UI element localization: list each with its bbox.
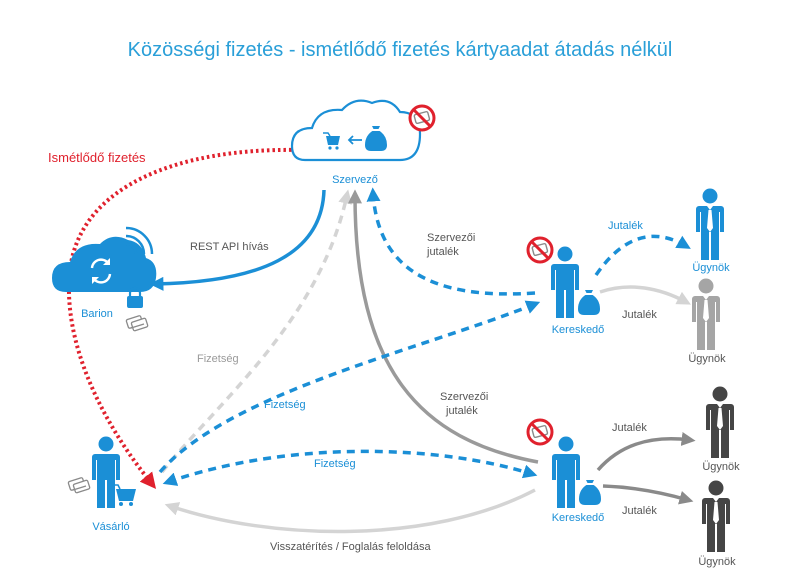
- payment-lower-label: Fizetség: [314, 458, 356, 470]
- commission-to-agent-4-arrow: [602, 484, 694, 505]
- buyer-label: Vásárló: [92, 521, 129, 533]
- diagram-title: Közösségi fizetés - ismétlődő fizetés ká…: [128, 39, 673, 61]
- organizer-commission-2-line-1: Szervezői: [440, 391, 488, 403]
- payment-to-organizer-label: Fizetség: [197, 353, 239, 365]
- recurring-payment-label: Ismétlődő fizetés: [48, 150, 146, 165]
- organizer-node: [290, 99, 422, 162]
- payment-to-organizer-arrow: [160, 189, 353, 474]
- person-icon: [92, 436, 120, 508]
- cloud-icon: [290, 99, 422, 162]
- organizer-commission-1-line-1: Szervezői: [427, 232, 475, 244]
- commission-1-label: Jutalék: [608, 220, 643, 232]
- person-icon: [552, 436, 580, 508]
- money-bag-icon: [579, 480, 601, 505]
- merchant-2-label: Kereskedő: [552, 512, 605, 524]
- payment-to-merchant-label: Fizetség: [264, 399, 306, 411]
- payment-lower-arrow: [162, 449, 538, 486]
- commission-to-agent-1-arrow: [594, 234, 691, 276]
- agent-3-label: Ügynök: [702, 461, 740, 473]
- refund-arrow: [164, 488, 536, 534]
- money-bag-icon: [578, 290, 600, 315]
- commission-3-label: Jutalék: [612, 422, 647, 434]
- organizer-label: Szervező: [332, 174, 378, 186]
- credit-card-icon: [67, 476, 91, 494]
- no-card-icon: [408, 104, 436, 132]
- commission-2-label: Jutalék: [622, 309, 657, 321]
- arrow-left-icon: [347, 135, 362, 145]
- payment-to-merchant-upper-arrow: [158, 300, 541, 474]
- refund-label: Visszatérítés / Foglalás feloldása: [270, 541, 431, 553]
- agent-4-node: [702, 480, 730, 552]
- barion-label: Barion: [81, 308, 113, 320]
- buyer-node: [67, 436, 136, 508]
- credit-card-icon: [125, 314, 149, 332]
- no-card-icon: [526, 418, 554, 446]
- commission-to-agent-2-arrow: [599, 285, 691, 305]
- rest-api-label: REST API hívás: [190, 241, 269, 253]
- organizer-commission-2-line-2: jutalék: [445, 405, 478, 417]
- barion-node: [52, 226, 157, 332]
- person-icon: [551, 246, 579, 318]
- agent-2-node: [692, 278, 720, 350]
- wifi-icon: [125, 226, 154, 255]
- basket-icon: [323, 132, 340, 150]
- no-card-icon: [526, 236, 554, 264]
- agent-3-node: [706, 386, 734, 458]
- rest-api-arrow: [149, 189, 326, 291]
- agent-2-label: Ügynök: [688, 353, 726, 365]
- agent-4-label: Ügynök: [698, 556, 736, 568]
- commission-to-agent-3-arrow: [596, 432, 696, 472]
- lock-icon: [127, 286, 143, 308]
- agent-1-node: [696, 188, 724, 260]
- organizer-commission-1-line-2: jutalék: [426, 246, 459, 258]
- merchant-1-node: [526, 236, 600, 318]
- commission-4-label: Jutalék: [622, 505, 657, 517]
- agent-1-label: Ügynök: [692, 262, 730, 274]
- organizer-commission-lower-arrow: [348, 189, 539, 464]
- merchant-2-node: [526, 418, 601, 508]
- sync-icon: [90, 258, 112, 284]
- merchant-1-label: Kereskedő: [552, 324, 605, 336]
- basket-icon: [112, 484, 136, 506]
